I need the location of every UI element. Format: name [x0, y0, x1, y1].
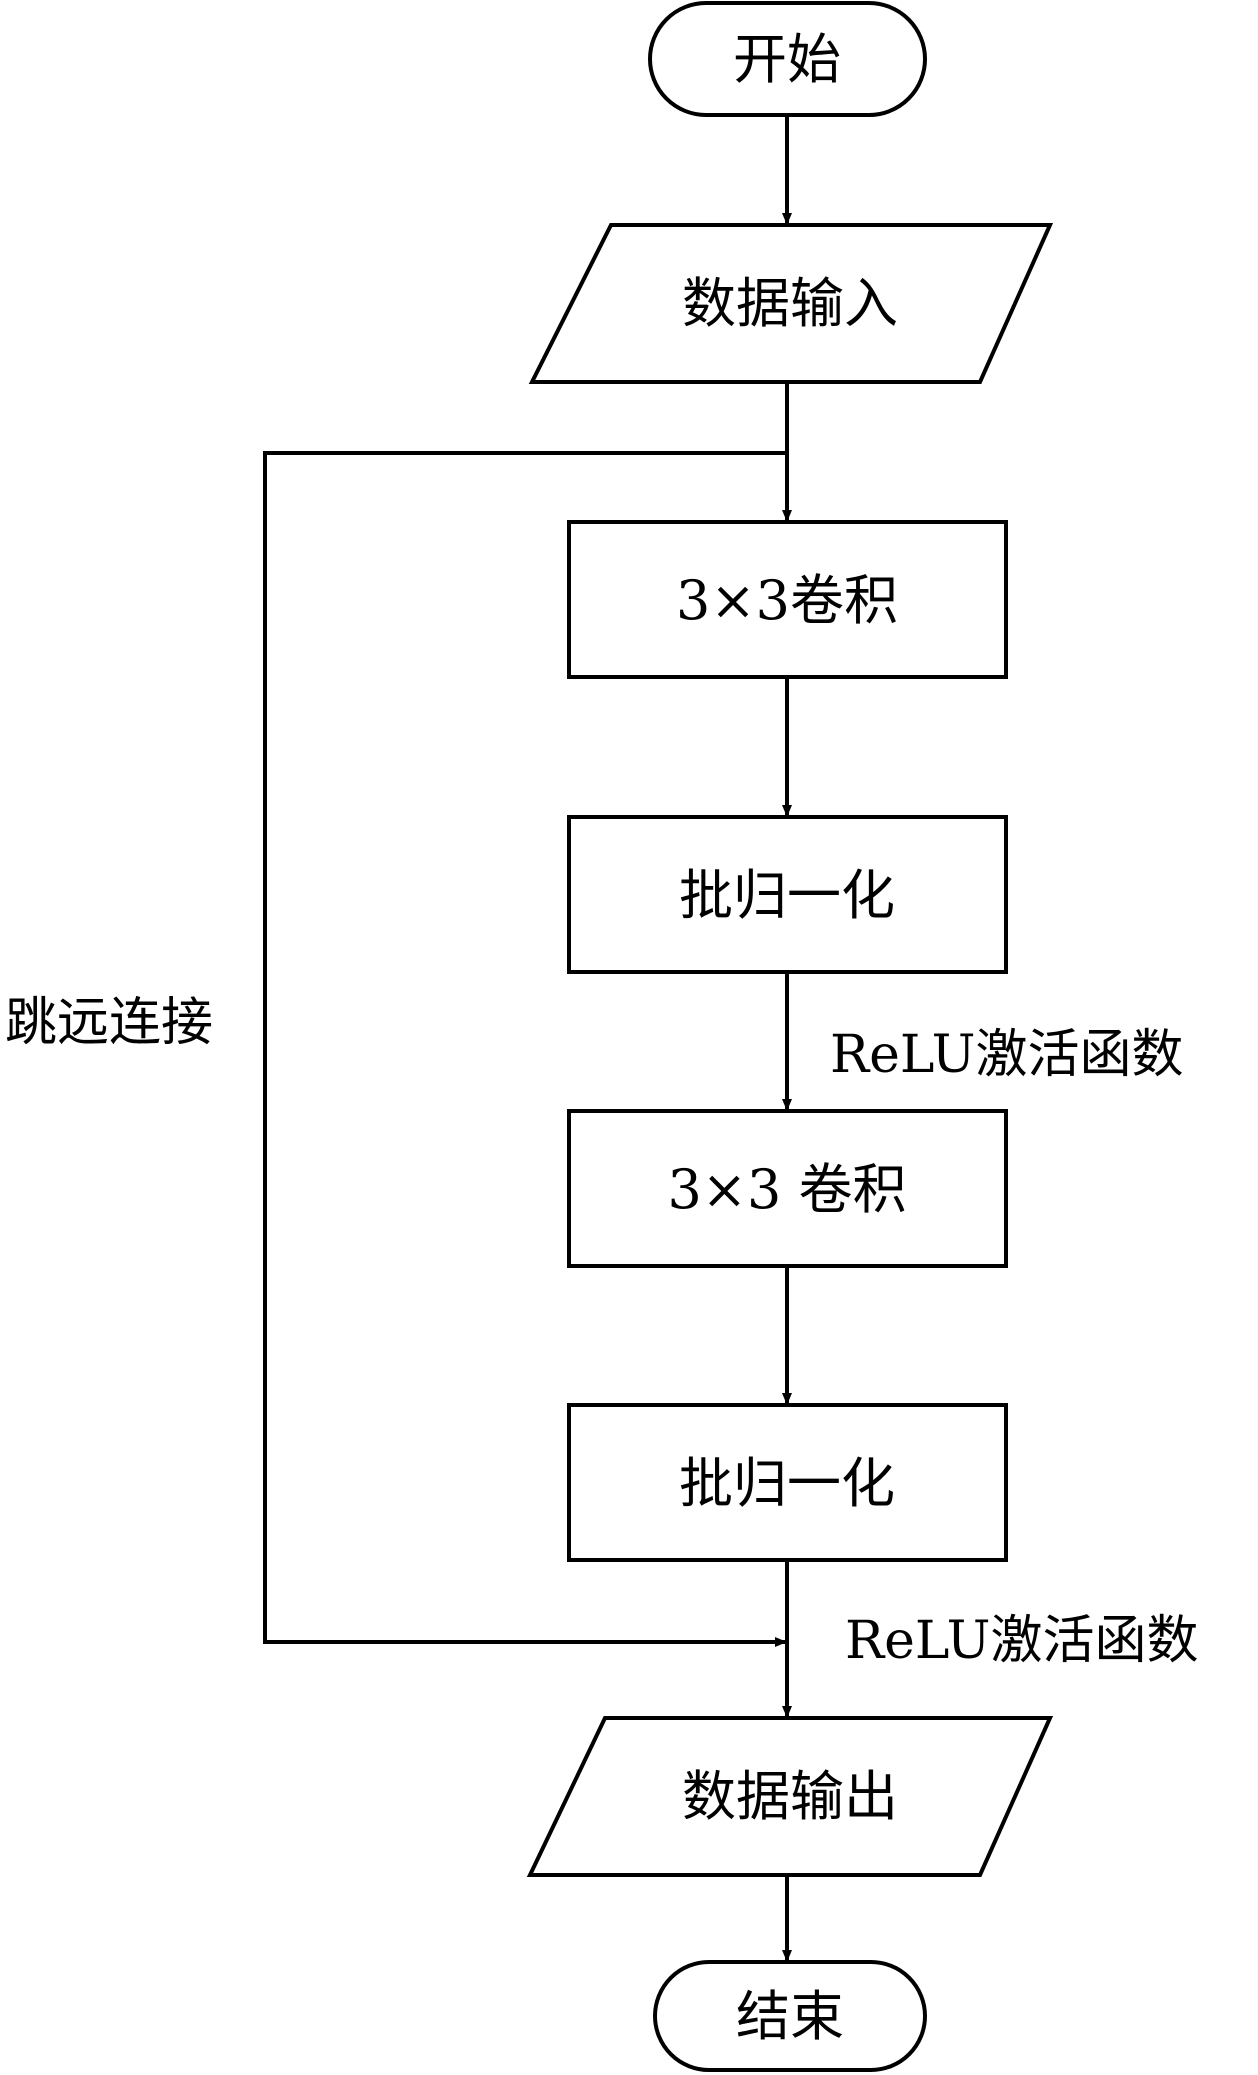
conv1-label: 3×3卷积	[676, 569, 898, 632]
start-label: 开始	[733, 28, 841, 91]
input-node	[528, 223, 1054, 384]
input-label: 数据输入	[682, 272, 898, 335]
bn1-label: 批归一化	[679, 864, 895, 927]
relu-label-2: ReLU激活函数	[845, 1611, 1198, 1671]
end-node	[653, 1960, 927, 2072]
conv1-node	[567, 520, 1008, 679]
output-label: 数据输出	[682, 1765, 898, 1828]
bn2-label: 批归一化	[679, 1452, 895, 1515]
relu-label-1: ReLU激活函数	[830, 1025, 1183, 1085]
conv2-node	[567, 1109, 1008, 1268]
skip-connection-label: 跳远连接	[5, 993, 213, 1053]
end-label: 结束	[736, 1985, 844, 2048]
conv2-label: 3×3 卷积	[667, 1158, 906, 1221]
skip-connection-line	[263, 451, 787, 1647]
output-node	[526, 1716, 1054, 1877]
